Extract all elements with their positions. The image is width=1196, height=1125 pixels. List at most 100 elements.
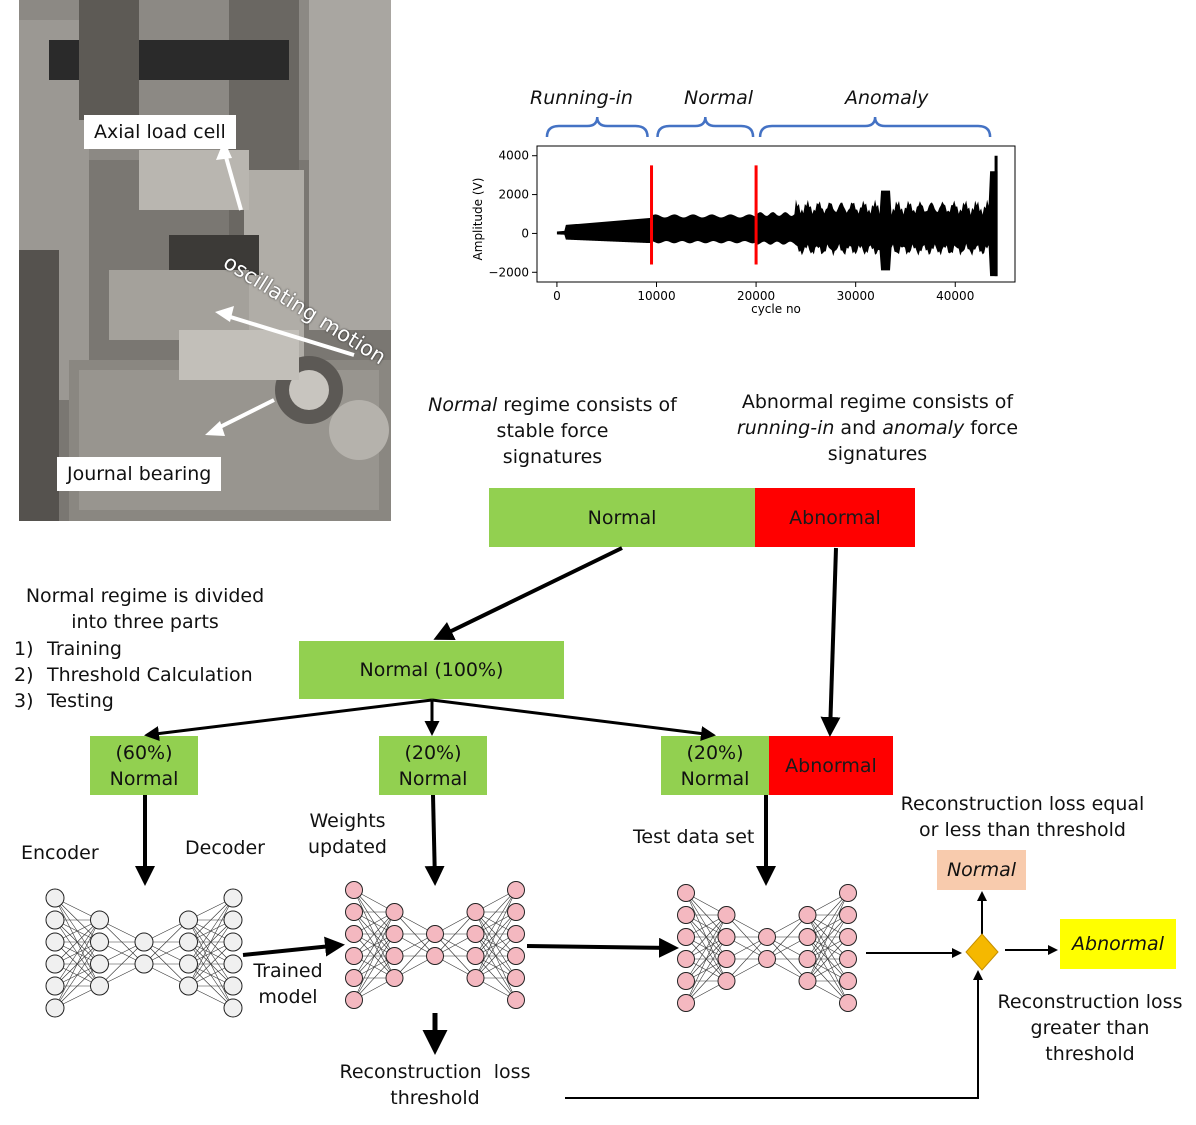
- net-node: [507, 925, 525, 943]
- net-node: [90, 910, 109, 930]
- trained-model-line1: Trained: [253, 960, 323, 982]
- net-node: [426, 947, 444, 965]
- net-node: [507, 969, 525, 987]
- net-node: [345, 903, 363, 921]
- net-node: [839, 906, 857, 924]
- net-edge: [353, 933, 395, 1001]
- net-node: [507, 991, 525, 1009]
- ytick-label-2: 0: [521, 226, 529, 240]
- encoder-label: Encoder: [21, 842, 99, 864]
- net-node: [677, 972, 695, 990]
- net-node: [717, 972, 736, 990]
- division-item-1: 1) Training: [14, 636, 122, 662]
- net-node: [223, 998, 243, 1018]
- greater-line1: Reconstruction loss: [997, 991, 1183, 1013]
- net-node: [507, 903, 525, 921]
- weights-updated-label: Weights updated: [300, 808, 395, 860]
- net-node: [839, 994, 857, 1012]
- autoencoder-training: [45, 888, 243, 1018]
- recon-threshold-label: Reconstruction loss threshold: [330, 1059, 540, 1111]
- recon-threshold-line1: Reconstruction loss: [339, 1061, 531, 1083]
- autoencoder-threshold: [345, 881, 525, 1009]
- net-node: [90, 976, 109, 996]
- recon-threshold-line2: threshold: [390, 1087, 480, 1109]
- net-node: [798, 950, 817, 968]
- net-edge: [188, 897, 234, 943]
- normal-regime-note: Normal regime consists of stable force s…: [420, 392, 685, 470]
- net-edge: [475, 889, 517, 979]
- threshold-part-pct: (20%): [404, 741, 462, 764]
- trained-model-line2: model: [258, 986, 318, 1008]
- train-part-label: Normal: [109, 767, 179, 790]
- abnormal-output-box: Abnormal: [1060, 919, 1176, 969]
- xtick-label-2: 20000: [737, 289, 775, 303]
- net-node: [466, 925, 485, 943]
- net-node: [717, 950, 736, 968]
- arrow-threshold-feedback: [565, 970, 983, 1099]
- net-edge: [685, 914, 727, 982]
- net-node: [223, 954, 243, 974]
- net-edge: [807, 892, 849, 938]
- net-edge: [188, 941, 234, 987]
- abnormal-note-running-in: running-in: [736, 417, 835, 439]
- net-edge: [188, 897, 234, 987]
- abnormal-note-anomaly: anomaly: [882, 417, 965, 439]
- net-edge: [353, 911, 395, 1001]
- normal-note-italic: Normal: [428, 394, 498, 416]
- regime-normal-label: Normal: [684, 87, 754, 109]
- net-node: [45, 910, 65, 930]
- net-edge: [54, 919, 100, 1009]
- division-item-2: 2) Threshold Calculation: [14, 662, 253, 688]
- test-abnormal-box: Abnormal: [769, 736, 893, 795]
- net-edge: [807, 892, 849, 982]
- net-edge: [475, 911, 517, 979]
- net-node: [717, 906, 736, 924]
- net-node: [45, 932, 65, 952]
- net-node: [345, 969, 363, 987]
- arrow-trained-model: [242, 936, 345, 957]
- net-edge: [54, 919, 100, 965]
- test-part-pct: (20%): [686, 741, 744, 764]
- net-edge: [475, 889, 517, 957]
- weights-updated-line1: Weights: [309, 810, 386, 832]
- ytick-label-1: 2000: [498, 188, 529, 202]
- net-node: [179, 976, 198, 996]
- net-edge: [807, 936, 849, 982]
- ytick-label-0: 4000: [498, 149, 529, 163]
- trained-model-label: Trained model: [248, 958, 328, 1010]
- division-item-2-text: Threshold Calculation: [47, 664, 253, 686]
- net-edge: [143, 919, 189, 965]
- test-rig-photo: Axial load cell oscillating motion Journ…: [19, 0, 391, 521]
- net-node: [758, 950, 776, 968]
- net-node: [223, 910, 243, 930]
- net-node: [677, 906, 695, 924]
- net-node: [385, 925, 404, 943]
- regime-bracket-2: [758, 116, 992, 138]
- net-node: [345, 947, 363, 965]
- division-item-1-text: Training: [47, 638, 122, 660]
- net-node: [223, 932, 243, 952]
- xtick-label-4: 40000: [936, 289, 974, 303]
- train-part-pct: (60%): [115, 741, 173, 764]
- arrow-normal-to-100: [433, 546, 623, 640]
- normal-output-box: Normal: [937, 850, 1026, 890]
- net-node: [677, 994, 695, 1012]
- net-node: [839, 950, 857, 968]
- net-edge: [766, 914, 808, 960]
- abnormal-regime-note: Abnormal regime consists of running-in a…: [720, 389, 1035, 467]
- test-part-label: Normal: [680, 767, 750, 790]
- net-node: [798, 928, 817, 946]
- y-axis-label: Amplitude (V): [471, 178, 485, 261]
- net-node: [179, 954, 198, 974]
- net-node: [385, 969, 404, 987]
- division-item-2-num: 2): [14, 664, 34, 686]
- net-edge: [353, 911, 395, 979]
- net-node: [179, 910, 198, 930]
- division-item-1-num: 1): [14, 638, 34, 660]
- net-node: [466, 969, 485, 987]
- xtick-label-3: 30000: [837, 289, 875, 303]
- abnormal-note-line3: signatures: [827, 443, 928, 465]
- ytick-label-3: −2000: [488, 265, 529, 279]
- regime-bracket-0: [545, 116, 649, 138]
